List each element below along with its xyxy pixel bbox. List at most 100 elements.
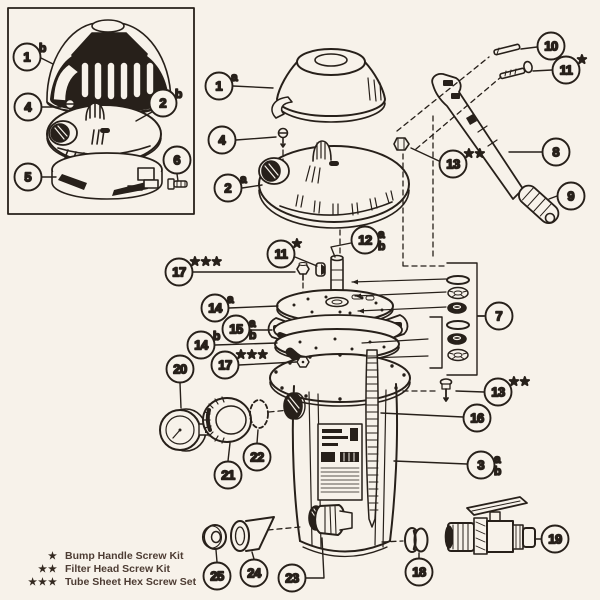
- inset-filter-head-art: [46, 102, 162, 164]
- callout-letter-suffix: b: [39, 41, 46, 55]
- callout-1a: 1a: [204, 69, 274, 101]
- tank-body-art: [283, 383, 399, 558]
- callout-leader-line: [235, 136, 277, 141]
- callout-number: 12: [358, 233, 372, 248]
- callout-14b: 14 b: [186, 328, 278, 360]
- callout-letter-suffix: b: [494, 464, 501, 478]
- callout-17-star: 17★★★: [210, 348, 297, 380]
- callout-number: 14: [194, 338, 209, 353]
- flange-screw-art: [439, 378, 453, 402]
- callout-circle: [200, 293, 230, 323]
- callout-letter-suffix: a: [231, 70, 238, 84]
- callout-1b: 1b: [12, 40, 54, 72]
- legend-label: Bump Handle Screw Kit: [65, 550, 184, 562]
- callout-number: 18: [412, 565, 426, 580]
- callout-number: 4: [24, 100, 32, 115]
- callout-circle: [13, 92, 43, 122]
- callout-14a: 14a: [200, 291, 279, 323]
- callout-2a: 2a: [213, 171, 263, 203]
- dome-lid-art: [271, 48, 386, 123]
- callout-leader-line: [520, 46, 538, 50]
- callout-11-star: 11★: [532, 53, 588, 85]
- head-nut-art: [393, 137, 410, 151]
- union-o-ring-art: [249, 399, 269, 429]
- callout-letter-suffix: b: [213, 329, 220, 343]
- legend-stars: ★★★: [28, 577, 58, 588]
- callout-circle: [186, 330, 216, 360]
- callout-number: 2: [224, 181, 231, 196]
- callout-number: 13: [446, 157, 460, 172]
- callout-11-star: 11★: [266, 237, 318, 269]
- callout-star-suffix: ★: [292, 238, 303, 250]
- union-nut-art: [202, 396, 252, 444]
- bump-handle-art: [431, 72, 524, 200]
- legend-stars: ★★: [38, 564, 58, 575]
- legend-stars: ★: [48, 551, 58, 562]
- callout-letter-suffix: b: [249, 328, 256, 342]
- sight-ring-art: [201, 524, 227, 550]
- callout-circle: [404, 557, 434, 587]
- callout-leader-line: [256, 429, 259, 444]
- callout-number: 17: [172, 265, 186, 280]
- callout-leader-line: [532, 69, 553, 72]
- callout-leader-line: [214, 342, 278, 346]
- callout-number: 17: [218, 358, 232, 373]
- callout-number: 2: [159, 96, 166, 111]
- callout-22: 22: [242, 429, 272, 472]
- tie-rod-art: [365, 349, 379, 528]
- small-bolt-art: [315, 262, 326, 277]
- callout-circle: [148, 88, 178, 118]
- inset-clamp-ring-art: [51, 152, 163, 200]
- callout-number: 24: [247, 566, 262, 581]
- callout-number: 20: [173, 362, 187, 377]
- pressure-gauge-art: [159, 408, 209, 452]
- legend-row-filter-head: ★★ Filter Head Screw Kit: [24, 563, 196, 576]
- callout-13-star: 13 ★★: [410, 147, 486, 179]
- callout-20: 20: [165, 354, 195, 409]
- callout-19: 19: [535, 524, 570, 554]
- callout-circle: [210, 350, 240, 380]
- callout-leader-line: [380, 412, 464, 418]
- drain-plug-art: [404, 527, 429, 553]
- callout-leader-line: [241, 184, 263, 189]
- callout-circle: [540, 524, 570, 554]
- callout-2b: 2b: [135, 86, 183, 122]
- callout-number: 7: [495, 309, 502, 324]
- callout-star-suffix: ★★: [509, 376, 531, 388]
- callout-number: 13: [491, 385, 505, 400]
- callout-21: 21: [213, 442, 243, 490]
- callout-star-suffix: ★★: [464, 148, 486, 160]
- callout-leader-line: [228, 305, 279, 309]
- inset-clamp-bolt-art: [167, 178, 188, 190]
- callout-9: 9: [548, 181, 586, 211]
- callout-circle: [12, 42, 42, 72]
- callout-number: 15: [229, 322, 243, 337]
- callout-letter-suffix: a: [240, 172, 247, 186]
- callout-letter-suffix: b: [378, 239, 385, 253]
- callout-letter-suffix: a: [227, 292, 234, 306]
- callout-circle: [266, 239, 296, 269]
- legend-row-tube-sheet: ★★★ Tube Sheet Hex Screw Set: [24, 576, 196, 589]
- callout-10: 10: [520, 31, 566, 61]
- callout-star-suffix: ★★★: [190, 256, 223, 268]
- callout-circle: [541, 137, 571, 167]
- callout-5: 5: [13, 162, 57, 192]
- callout-number: 4: [218, 133, 226, 148]
- callout-number: 16: [470, 411, 484, 426]
- callout-number: 11: [560, 63, 573, 78]
- callout-7: 7: [477, 301, 514, 331]
- callout-circle: [551, 55, 581, 85]
- hex-screw-art: [296, 262, 310, 281]
- callout-4: 4: [207, 125, 277, 155]
- callout-leader-line: [410, 147, 440, 162]
- callout-leader-line: [330, 242, 352, 258]
- callout-13-star: 13 ★★: [455, 375, 531, 407]
- callout-circle: [438, 149, 468, 179]
- callout-leader-line: [294, 256, 318, 267]
- callout-circle: [242, 442, 272, 472]
- callout-circle: [165, 354, 195, 384]
